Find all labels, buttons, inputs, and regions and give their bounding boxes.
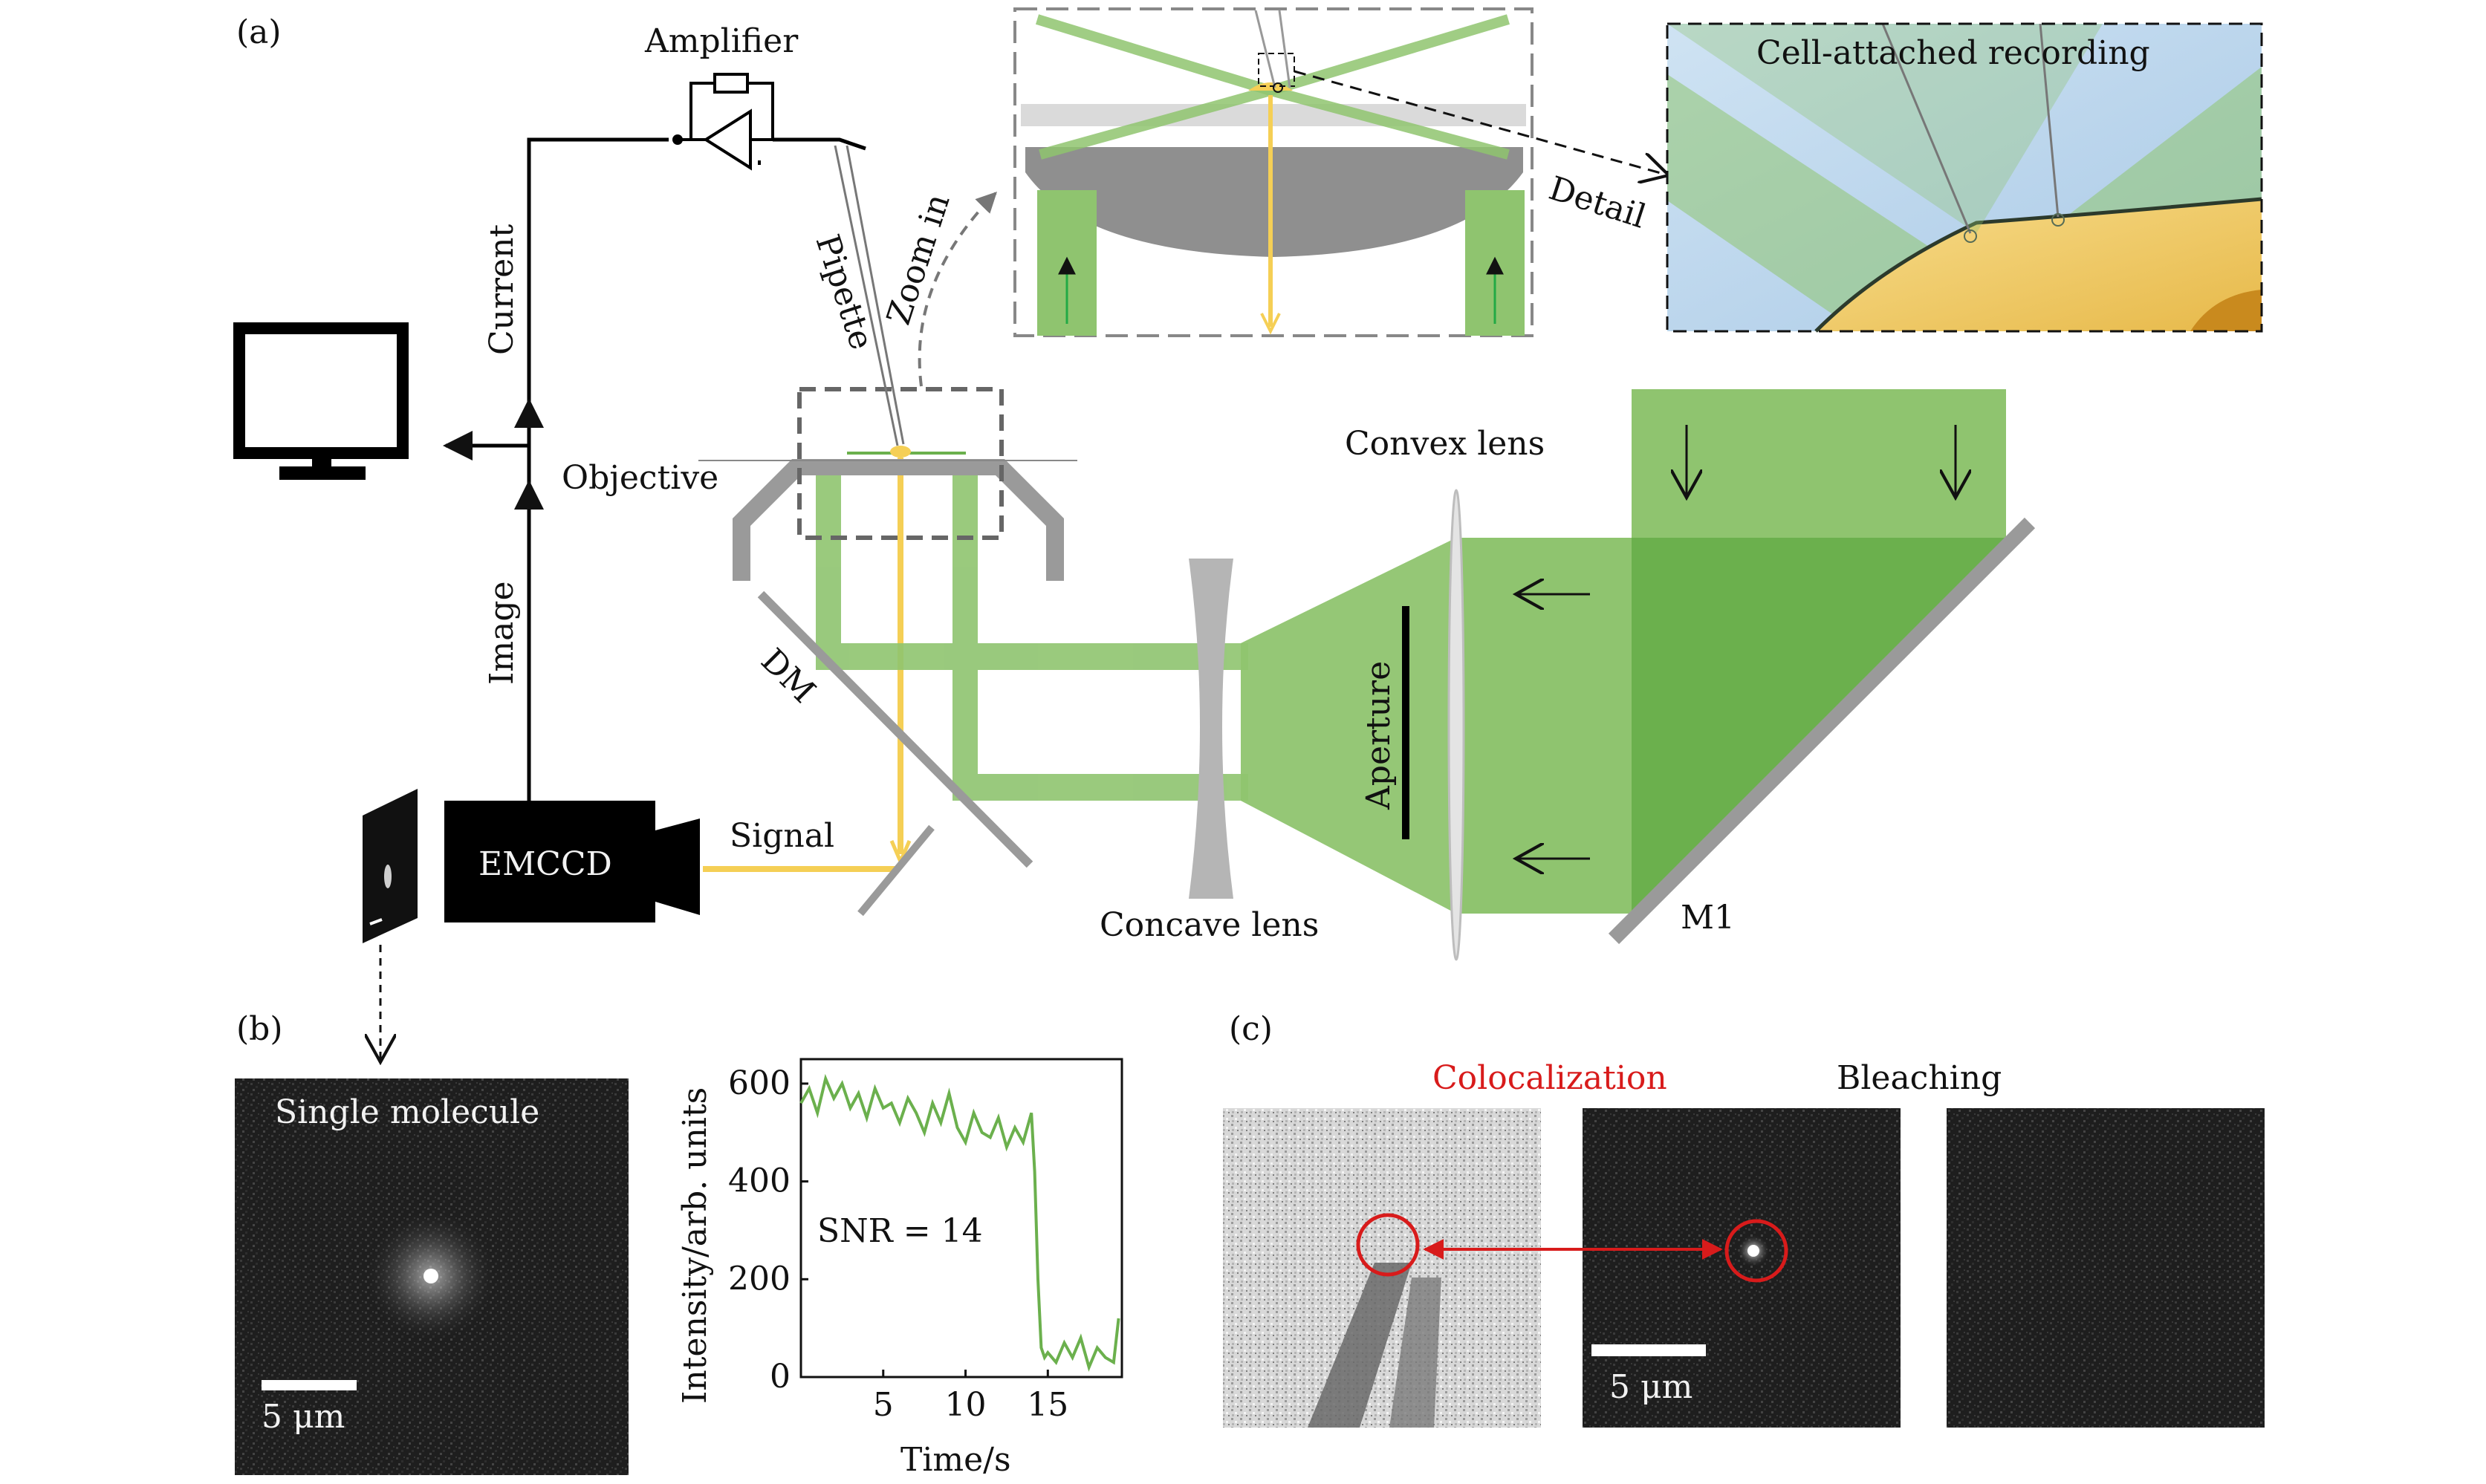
panel-label-b: (b) [236, 1010, 283, 1048]
y-tick-label: 0 [770, 1358, 791, 1396]
chart-xlabel: Time/s [900, 1441, 1011, 1479]
chart-annotation: SNR = 14 [817, 1212, 983, 1250]
detail-arrow [1294, 70, 1669, 175]
convex-lens [1447, 489, 1465, 961]
intensity-trace-chart: 0 200 400 600 5 10 15 SNR = 14 Time/s Intensi… [676, 1058, 1123, 1479]
image-label: Image [483, 581, 521, 685]
objective-label: Objective [562, 459, 718, 497]
scalebar-c-label: 5 μm [1609, 1368, 1693, 1406]
beam-direction-arrows [1516, 425, 1956, 859]
bleached-image [1947, 1108, 2265, 1428]
chart-x-ticks: 5 10 15 [873, 1370, 1068, 1424]
concave-lens [1189, 559, 1233, 899]
fluorescence-image [1583, 1108, 1901, 1428]
monitor-icon [233, 322, 409, 480]
chart-y-ticks: 0 200 400 600 [728, 1064, 808, 1396]
detail-label: Detail [1545, 169, 1651, 236]
intensity-series-line [799, 1073, 1120, 1372]
pipette [834, 145, 905, 446]
convex-lens-label: Convex lens [1345, 425, 1545, 463]
single-molecule-label: Single molecule [275, 1093, 539, 1131]
cell-attached-label: Cell-attached recording [1756, 34, 2150, 72]
green-beam-relay [816, 475, 1248, 801]
panel-label-c: (c) [1229, 1010, 1273, 1048]
brightfield-image [1223, 1108, 1541, 1428]
chart-ylabel: Intensity/arb. units [676, 1087, 714, 1404]
aperture-label: Aperture [1360, 661, 1398, 810]
chart-plot-frame [799, 1058, 1123, 1379]
zoom-inset [1013, 7, 1534, 337]
m1-mirror [1608, 517, 2036, 945]
sample-spot [890, 446, 911, 458]
y-tick-label: 600 [728, 1064, 791, 1102]
zoom-region-box [797, 387, 1004, 540]
x-tick-label: 15 [1027, 1386, 1068, 1424]
green-beam-expander [1241, 538, 1456, 914]
single-molecule-image [235, 1078, 629, 1475]
zoom-in-arrow [918, 192, 997, 387]
current-label: Current [483, 224, 521, 355]
scalebar-b-label: 5 μm [262, 1398, 345, 1436]
cell-attached-inset [1666, 22, 2263, 333]
x-tick-label: 10 [945, 1386, 987, 1424]
pipette-label: Pipette [808, 230, 881, 354]
signal-label: Signal [730, 817, 834, 855]
panel-label-a: (a) [236, 13, 282, 51]
y-tick-label: 400 [728, 1162, 791, 1200]
bleaching-label: Bleaching [1837, 1059, 2002, 1097]
amplifier-icon [678, 73, 774, 171]
concave-lens-label: Concave lens [1100, 906, 1319, 944]
green-beam-input [1632, 389, 2006, 538]
dichroic-mirror [757, 590, 1033, 868]
y-tick-label: 200 [728, 1260, 791, 1298]
emccd-camera [444, 801, 700, 922]
colocalization-label: Colocalization [1432, 1059, 1667, 1097]
sensor-thumbnail [363, 789, 418, 943]
x-tick-label: 5 [873, 1386, 894, 1424]
amplifier-label: Amplifier [644, 22, 799, 60]
m1-label: M1 [1681, 899, 1735, 937]
emccd-label: EMCCD [478, 845, 612, 883]
green-beam-wide [1456, 538, 1635, 914]
signal-mirror [857, 824, 935, 917]
circuit-wires [443, 137, 866, 801]
